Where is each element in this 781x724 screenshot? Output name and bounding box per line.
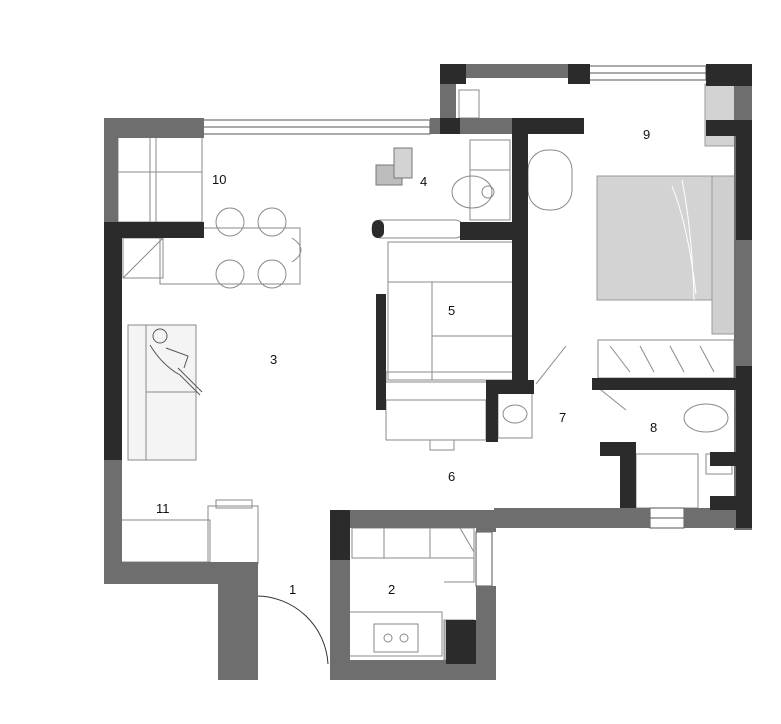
- sofa-icon: [127, 324, 197, 461]
- bedside-table: [527, 149, 573, 211]
- room-label-entrance: 1: [289, 582, 296, 597]
- room-label-corridor: 7: [559, 410, 566, 425]
- washer: [458, 89, 480, 119]
- door-swing-icon: [255, 595, 329, 665]
- person-icon: [149, 328, 203, 396]
- bed-icon: [596, 175, 737, 335]
- structural-walls: [104, 64, 752, 664]
- hall-bench: [385, 399, 487, 441]
- room-label-living-room: 3: [270, 352, 277, 367]
- wardrobe-icon: [597, 339, 735, 379]
- dining-shelf: [117, 135, 203, 223]
- room-label-kitchen: 2: [388, 582, 395, 597]
- room-label-dining: 10: [212, 172, 226, 187]
- toilet-icon: [683, 403, 729, 433]
- stove-icon: [373, 623, 419, 653]
- room-label-study: 5: [448, 303, 455, 318]
- room-labels: 1 2 3 4 5 6 7 8 9 10 11: [156, 127, 657, 597]
- room-label-bedroom: 9: [643, 127, 650, 142]
- study-counter: [371, 219, 465, 239]
- sink-icon: [497, 391, 533, 439]
- toilet-icon: [451, 175, 495, 209]
- window-icon: [201, 65, 707, 587]
- room-label-bathroom: 8: [650, 420, 657, 435]
- room-label-storage: 11: [156, 501, 170, 516]
- room-label-hallway: 6: [448, 469, 455, 484]
- dining-table-icon: [159, 207, 302, 289]
- room-label-balcony-washroom: 4: [420, 174, 427, 189]
